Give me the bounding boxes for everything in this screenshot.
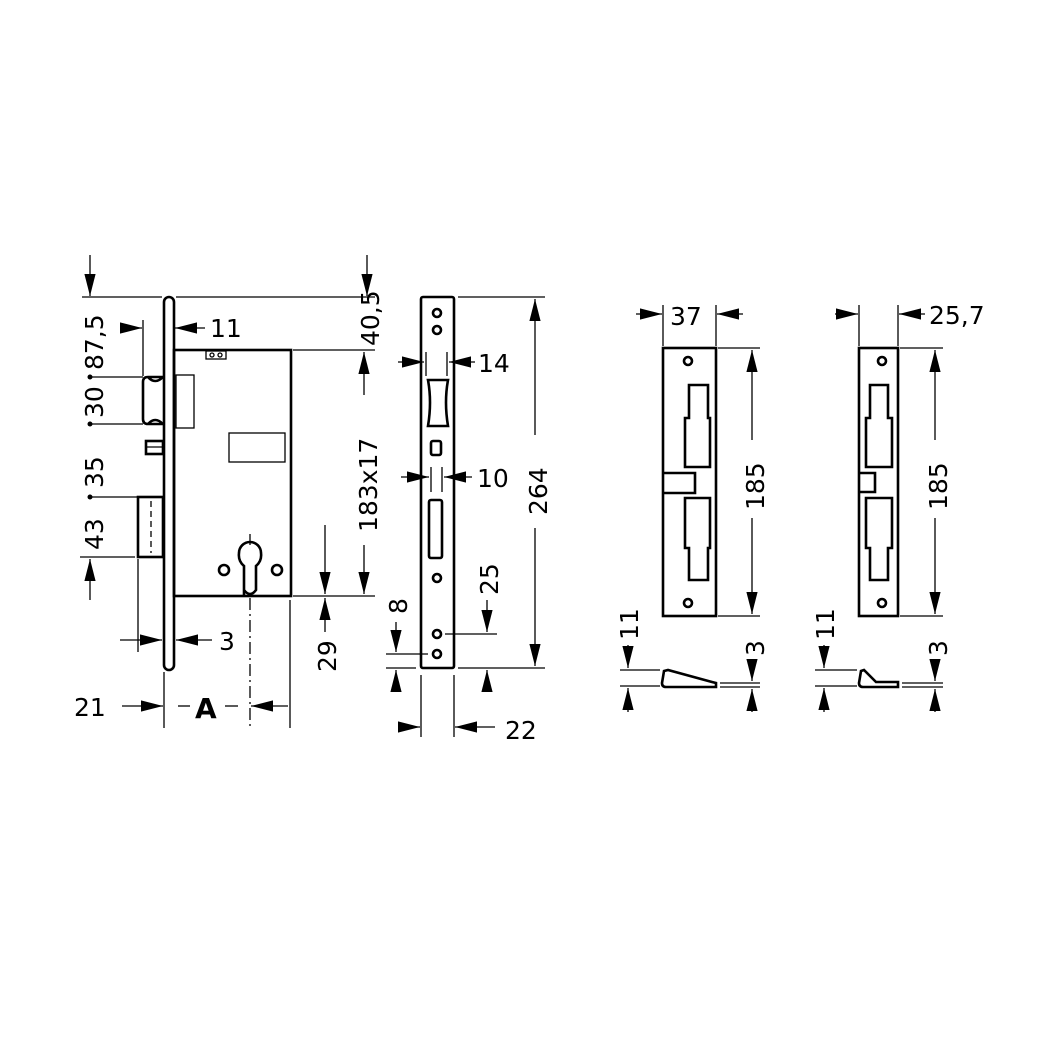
screw-hole: [270, 563, 284, 577]
strike-plate-wide-view: 37 185 11 3: [615, 302, 770, 712]
dim-22: 22: [505, 716, 537, 745]
dim-43: 43: [80, 518, 109, 550]
strike-profile: [660, 668, 718, 689]
dim-183x17: 183x17: [354, 438, 383, 532]
dim-3-wide: 3: [741, 640, 770, 656]
dim-10: 10: [477, 464, 509, 493]
dim-A-backset: A: [195, 692, 217, 725]
screw-hole: [217, 563, 231, 577]
lock-case: [172, 348, 293, 598]
strike-profile-narrow: [857, 668, 900, 689]
dim-11: 11: [210, 314, 242, 343]
dim-35: 35: [80, 456, 109, 488]
faceplate-view: 14 10 264 25 8 22: [384, 295, 553, 745]
cylinder-cutout: [237, 540, 263, 596]
dim-14: 14: [478, 349, 510, 378]
dim-11-wide: 11: [615, 608, 644, 640]
lock-forend: [162, 295, 176, 672]
dim-11-narrow: 11: [811, 608, 840, 640]
dim-185: 185: [741, 462, 770, 510]
strike-plate-wide: [661, 346, 718, 618]
strike-plate-narrow: [857, 346, 900, 618]
dim-185-narrow: 185: [924, 462, 953, 510]
latch-slot: [426, 378, 450, 428]
dim-40-5: 40,5: [356, 290, 385, 346]
window-slot: [228, 432, 286, 463]
dim-21: 21: [74, 693, 106, 722]
dim-87-5: 87,5: [80, 314, 109, 370]
dim-37: 37: [670, 302, 702, 331]
lock-body-view: 87,5 30 35 43 11 40,5 183x17 29 3 21 A: [74, 255, 385, 728]
dead-bolt: [136, 495, 165, 559]
dim-29: 29: [313, 640, 342, 672]
dim-30: 30: [80, 386, 109, 418]
dim-25: 25: [475, 563, 504, 595]
dim-25-7: 25,7: [929, 301, 985, 330]
aux-slot: [429, 439, 443, 457]
dim-3: 3: [219, 627, 235, 656]
latch-bolt: [141, 375, 164, 426]
dim-3-narrow: 3: [924, 640, 953, 656]
dim-264: 264: [524, 467, 553, 515]
inner-plate: [175, 374, 195, 429]
screw-block: [205, 350, 227, 360]
bolt-slot: [427, 498, 444, 560]
strike-plate-narrow-view: 25,7 185 11 3: [811, 301, 985, 712]
dim-8: 8: [384, 598, 413, 614]
